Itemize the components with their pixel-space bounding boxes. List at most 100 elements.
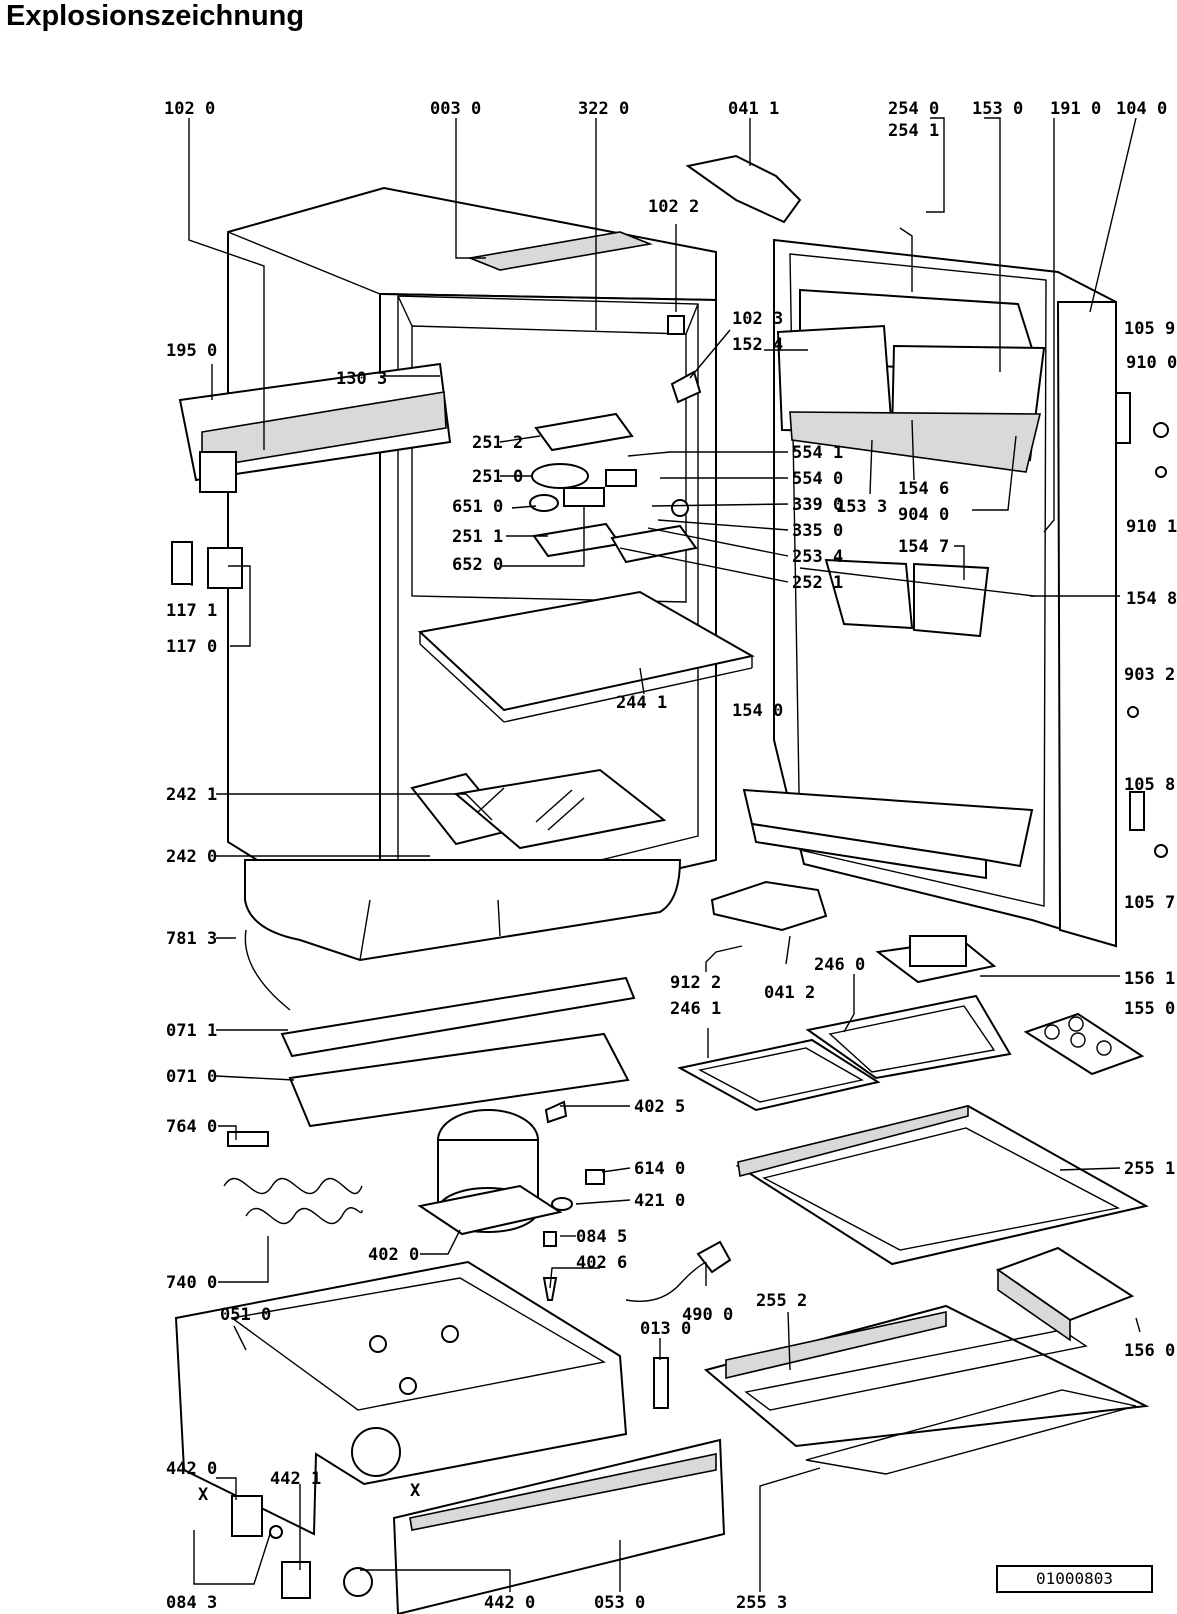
label-041-1: 041 1 (728, 99, 779, 119)
label-191-0: 191 0 (1050, 99, 1101, 119)
label-651-0: 651 0 (452, 497, 503, 517)
label-253-4: 253 4 (792, 547, 843, 567)
label-105-8: 105 8 (1124, 775, 1175, 795)
label-154-6: 154 6 (898, 479, 949, 499)
label-781-3: 781 3 (166, 929, 217, 949)
label-102-3: 102 3 (732, 309, 783, 329)
label-554-1: 554 1 (792, 443, 843, 463)
label-117-0: 117 0 (166, 637, 217, 657)
shelf-255-2-255-3 (703, 1304, 1150, 1475)
label-490-0: 490 0 (682, 1305, 733, 1325)
label-402-0: 402 0 (368, 1245, 419, 1265)
dispenser-156-1 (875, 935, 997, 984)
label-003-0: 003 0 (430, 99, 481, 119)
foot-013-0 (653, 1357, 669, 1409)
label-614-0: 614 0 (634, 1159, 685, 1179)
label-117-1: 117 1 (166, 601, 217, 621)
label-102-0: 102 0 (164, 99, 215, 119)
label-152-4: 152 4 (732, 335, 783, 355)
label-084-3: 084 3 (166, 1593, 217, 1613)
document-id-box: 01000803 (996, 1565, 1153, 1593)
label-246-0: 246 0 (814, 955, 865, 975)
crisper-trays-246 (677, 994, 1012, 1112)
label-903-2: 903 2 (1124, 665, 1175, 685)
label-242-0: 242 0 (166, 847, 217, 867)
fan-motor-442-1 (231, 1495, 373, 1599)
label-130-3: 130 3 (336, 369, 387, 389)
label-652-0: 652 0 (452, 555, 503, 575)
label-442-0-bottom: 442 0 (484, 1593, 535, 1613)
cover-071-0 (288, 1032, 630, 1128)
label-910-0: 910 0 (1126, 353, 1177, 373)
label-153-3: 153 3 (836, 497, 887, 517)
label-251-2: 251 2 (472, 433, 523, 453)
label-x-left: X (198, 1485, 209, 1505)
egg-tray-155-0 (1023, 1012, 1145, 1076)
label-322-0: 322 0 (578, 99, 629, 119)
label-335-0: 335 0 (792, 521, 843, 541)
cover-071-1 (280, 976, 636, 1058)
label-740-0: 740 0 (166, 1273, 217, 1293)
label-252-1: 252 1 (792, 573, 843, 593)
label-554-0: 554 0 (792, 469, 843, 489)
label-156-1: 156 1 (1124, 969, 1175, 989)
label-254-0: 254 0 (888, 99, 939, 119)
label-244-1: 244 1 (616, 693, 667, 713)
condenser-coil-740-0 (223, 1131, 363, 1225)
compressor-402-0 (417, 1109, 563, 1236)
label-195-0: 195 0 (166, 341, 217, 361)
label-242-1: 242 1 (166, 785, 217, 805)
label-442-1: 442 1 (270, 1469, 321, 1489)
label-013-0: 013 0 (640, 1319, 691, 1339)
door-hardware-right (1115, 392, 1169, 858)
label-154-8: 154 8 (1126, 589, 1177, 609)
label-764-0: 764 0 (166, 1117, 217, 1137)
label-442-0-left: 442 0 (166, 1459, 217, 1479)
label-251-1: 251 1 (452, 527, 503, 547)
label-071-0: 071 0 (166, 1067, 217, 1087)
label-255-2: 255 2 (756, 1291, 807, 1311)
label-156-0: 156 0 (1124, 1341, 1175, 1361)
crisper-drawers (410, 768, 667, 850)
label-053-0: 053 0 (594, 1593, 645, 1613)
label-041-2: 041 2 (764, 983, 815, 1003)
label-904-0: 904 0 (898, 505, 949, 525)
label-912-2: 912 2 (670, 973, 721, 993)
label-421-0: 421 0 (634, 1191, 685, 1211)
label-339-0: 339 0 (792, 495, 843, 515)
label-051-0: 051 0 (220, 1305, 271, 1325)
label-154-7: 154 7 (898, 537, 949, 557)
label-105-9: 105 9 (1124, 319, 1175, 339)
base-frame-051-0 (174, 1260, 628, 1536)
label-071-1: 071 1 (166, 1021, 217, 1041)
part-labels: 102 0 003 0 322 0 041 1 254 0 254 1 153 … (164, 99, 1177, 1613)
cable-plug-490-0 (625, 1240, 732, 1302)
leader-lines (188, 117, 1141, 1592)
label-104-0: 104 0 (1116, 99, 1167, 119)
label-255-3: 255 3 (736, 1593, 787, 1613)
label-x-center: X (410, 1481, 421, 1501)
shelf-255-1 (735, 1104, 1149, 1266)
label-254-1: 254 1 (888, 121, 939, 141)
label-402-5: 402 5 (634, 1097, 685, 1117)
control-unit-parts (529, 412, 698, 564)
hose-781-3 (244, 929, 291, 1011)
label-251-0: 251 0 (472, 467, 523, 487)
label-402-6: 402 6 (576, 1253, 627, 1273)
pin-102-2 (667, 315, 702, 404)
label-910-1: 910 1 (1126, 517, 1177, 537)
label-155-0: 155 0 (1124, 999, 1175, 1019)
label-102-2: 102 2 (648, 197, 699, 217)
fridge-door (742, 238, 1117, 948)
hinge-bottom-041-2 (710, 880, 828, 932)
label-154-0: 154 0 (732, 701, 783, 721)
door-flap-195-0 (171, 362, 452, 589)
label-084-5: 084 5 (576, 1227, 627, 1247)
label-105-7: 105 7 (1124, 893, 1175, 913)
label-255-1: 255 1 (1124, 1159, 1175, 1179)
ice-tray-156-0 (995, 1246, 1135, 1342)
glass-shelf-244-1 (417, 590, 755, 723)
label-153-0: 153 0 (972, 99, 1023, 119)
label-246-1: 246 1 (670, 999, 721, 1019)
